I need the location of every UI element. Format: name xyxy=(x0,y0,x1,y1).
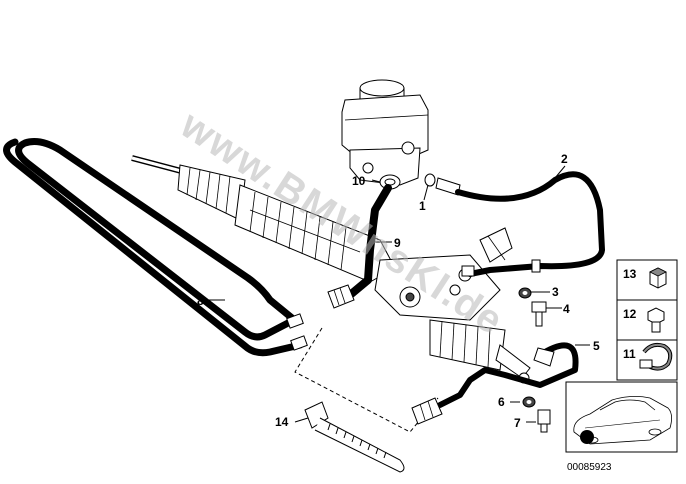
location-marker-icon xyxy=(580,430,594,444)
callout-labels: 1 2 3 4 5 6 7 8 9 10 14 xyxy=(197,152,600,430)
callout-6: 6 xyxy=(498,395,505,409)
bolt-part-7 xyxy=(537,409,551,433)
washer-part-6 xyxy=(522,396,536,408)
callout-14: 14 xyxy=(275,415,289,429)
callout-12: 12 xyxy=(623,307,637,321)
pressure-hose-part-2 xyxy=(455,171,605,277)
bolt-part-4 xyxy=(531,301,547,327)
nut-part-13-icon xyxy=(649,267,667,289)
clamp-part-11-icon xyxy=(639,342,673,371)
lower-hose-part-5 xyxy=(411,342,579,425)
return-hose-part-9 xyxy=(327,184,392,309)
cooling-coil-pipe xyxy=(3,138,308,357)
callout-13: 13 xyxy=(623,267,637,281)
callout-3: 3 xyxy=(552,285,559,299)
callout-10: 10 xyxy=(352,174,366,188)
bolt-part-12-icon xyxy=(647,307,665,333)
seal-ring-part-1 xyxy=(424,173,461,196)
callout-1: 1 xyxy=(419,199,426,213)
fluid-reservoir xyxy=(341,79,429,186)
callout-9: 9 xyxy=(394,236,401,250)
callout-11: 11 xyxy=(623,347,636,361)
washer-part-3 xyxy=(518,287,532,299)
cable-tie-part-14 xyxy=(304,401,405,473)
callout-5: 5 xyxy=(593,339,600,353)
vehicle-location-thumbnail xyxy=(565,381,678,453)
side-parts-panel: 13 12 11 xyxy=(616,259,678,381)
callout-2: 2 xyxy=(561,152,568,166)
callout-7: 7 xyxy=(514,416,521,430)
leader-lines xyxy=(208,165,590,423)
document-number: 00085923 xyxy=(567,462,612,473)
callout-4: 4 xyxy=(563,302,570,316)
steering-rack xyxy=(131,155,531,384)
callout-8: 8 xyxy=(197,294,204,308)
